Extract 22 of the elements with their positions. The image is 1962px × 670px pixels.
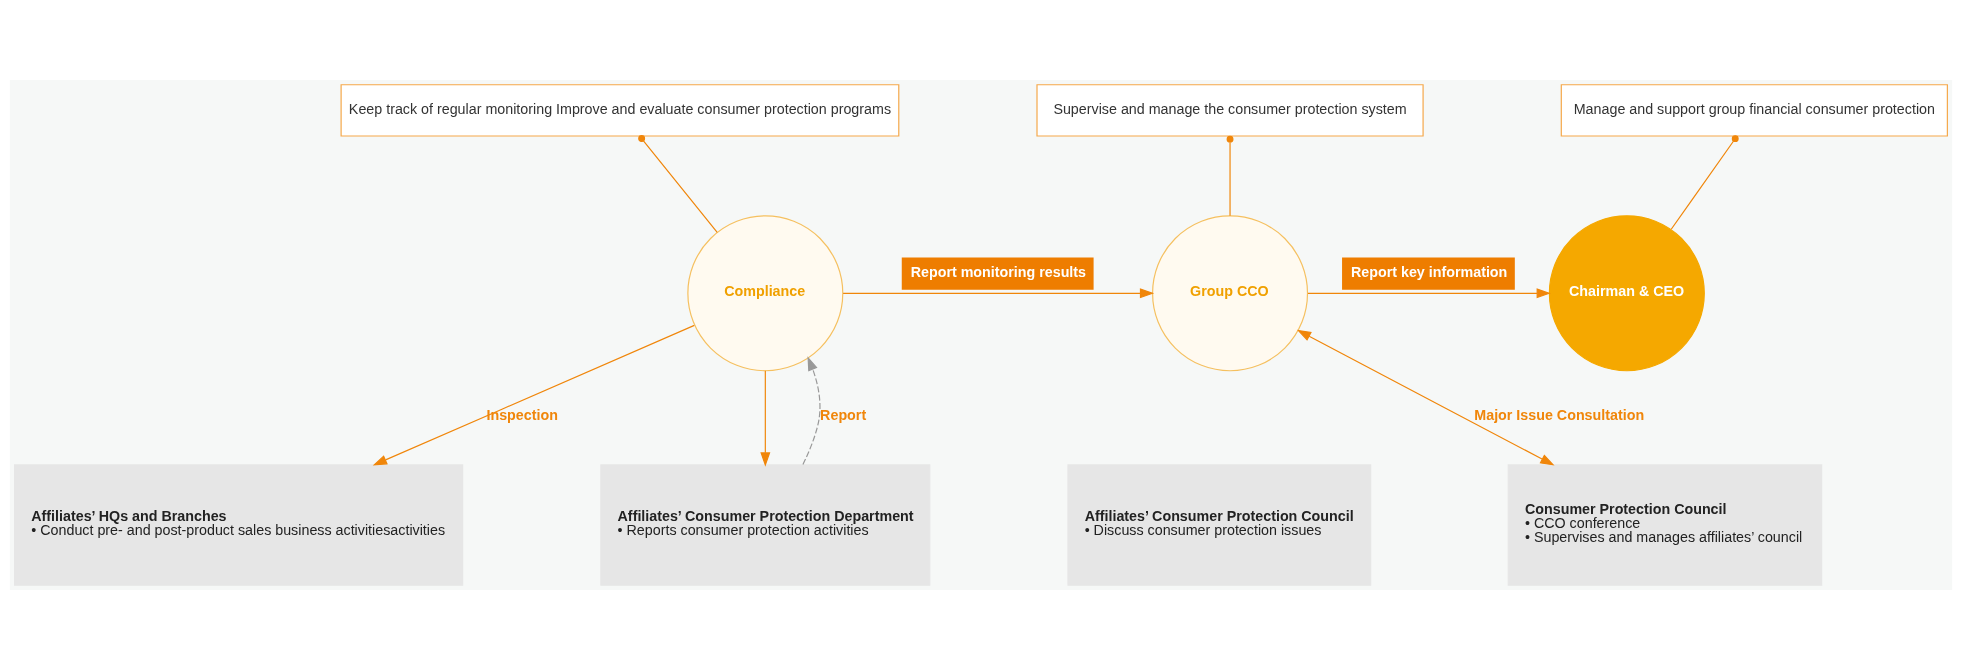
node-box: Supervise and manage the consumer protection system xyxy=(1036,84,1424,137)
arrow xyxy=(842,288,1155,299)
edge-label: Report monitoring results xyxy=(910,263,1087,280)
connector xyxy=(638,135,718,233)
node-circle: Chairman & CEO xyxy=(1548,215,1705,372)
arrow xyxy=(1296,329,1555,466)
edge-label: Report key information xyxy=(1350,263,1508,280)
edge-label: Inspection xyxy=(486,407,558,424)
edge-label: Report xyxy=(820,407,867,424)
node-box: Manage and support group financial consumer protection xyxy=(1560,84,1948,137)
connector xyxy=(1670,135,1739,230)
node-box: Affiliates’ Consumer Protection Department • Reports consumer protection activities xyxy=(600,464,931,586)
edge-label: Major Issue Consultation xyxy=(1474,407,1645,424)
arrow xyxy=(760,370,771,467)
connector xyxy=(1226,135,1234,217)
node-box: Consumer Protection Council • CCO conference • Supervises and manages affiliates’ council xyxy=(1507,464,1823,586)
node-box: Affiliates’ HQs and Branches • Conduct pre- and post-product sales business activitiesactivities xyxy=(14,464,464,586)
node-circle: Group CCO xyxy=(1152,215,1309,372)
arrow xyxy=(802,356,821,465)
node-box: Keep track of regular monitoring Improve and evaluate consumer protection programs xyxy=(340,84,900,137)
arrow xyxy=(372,324,695,466)
arrow xyxy=(1307,288,1551,299)
